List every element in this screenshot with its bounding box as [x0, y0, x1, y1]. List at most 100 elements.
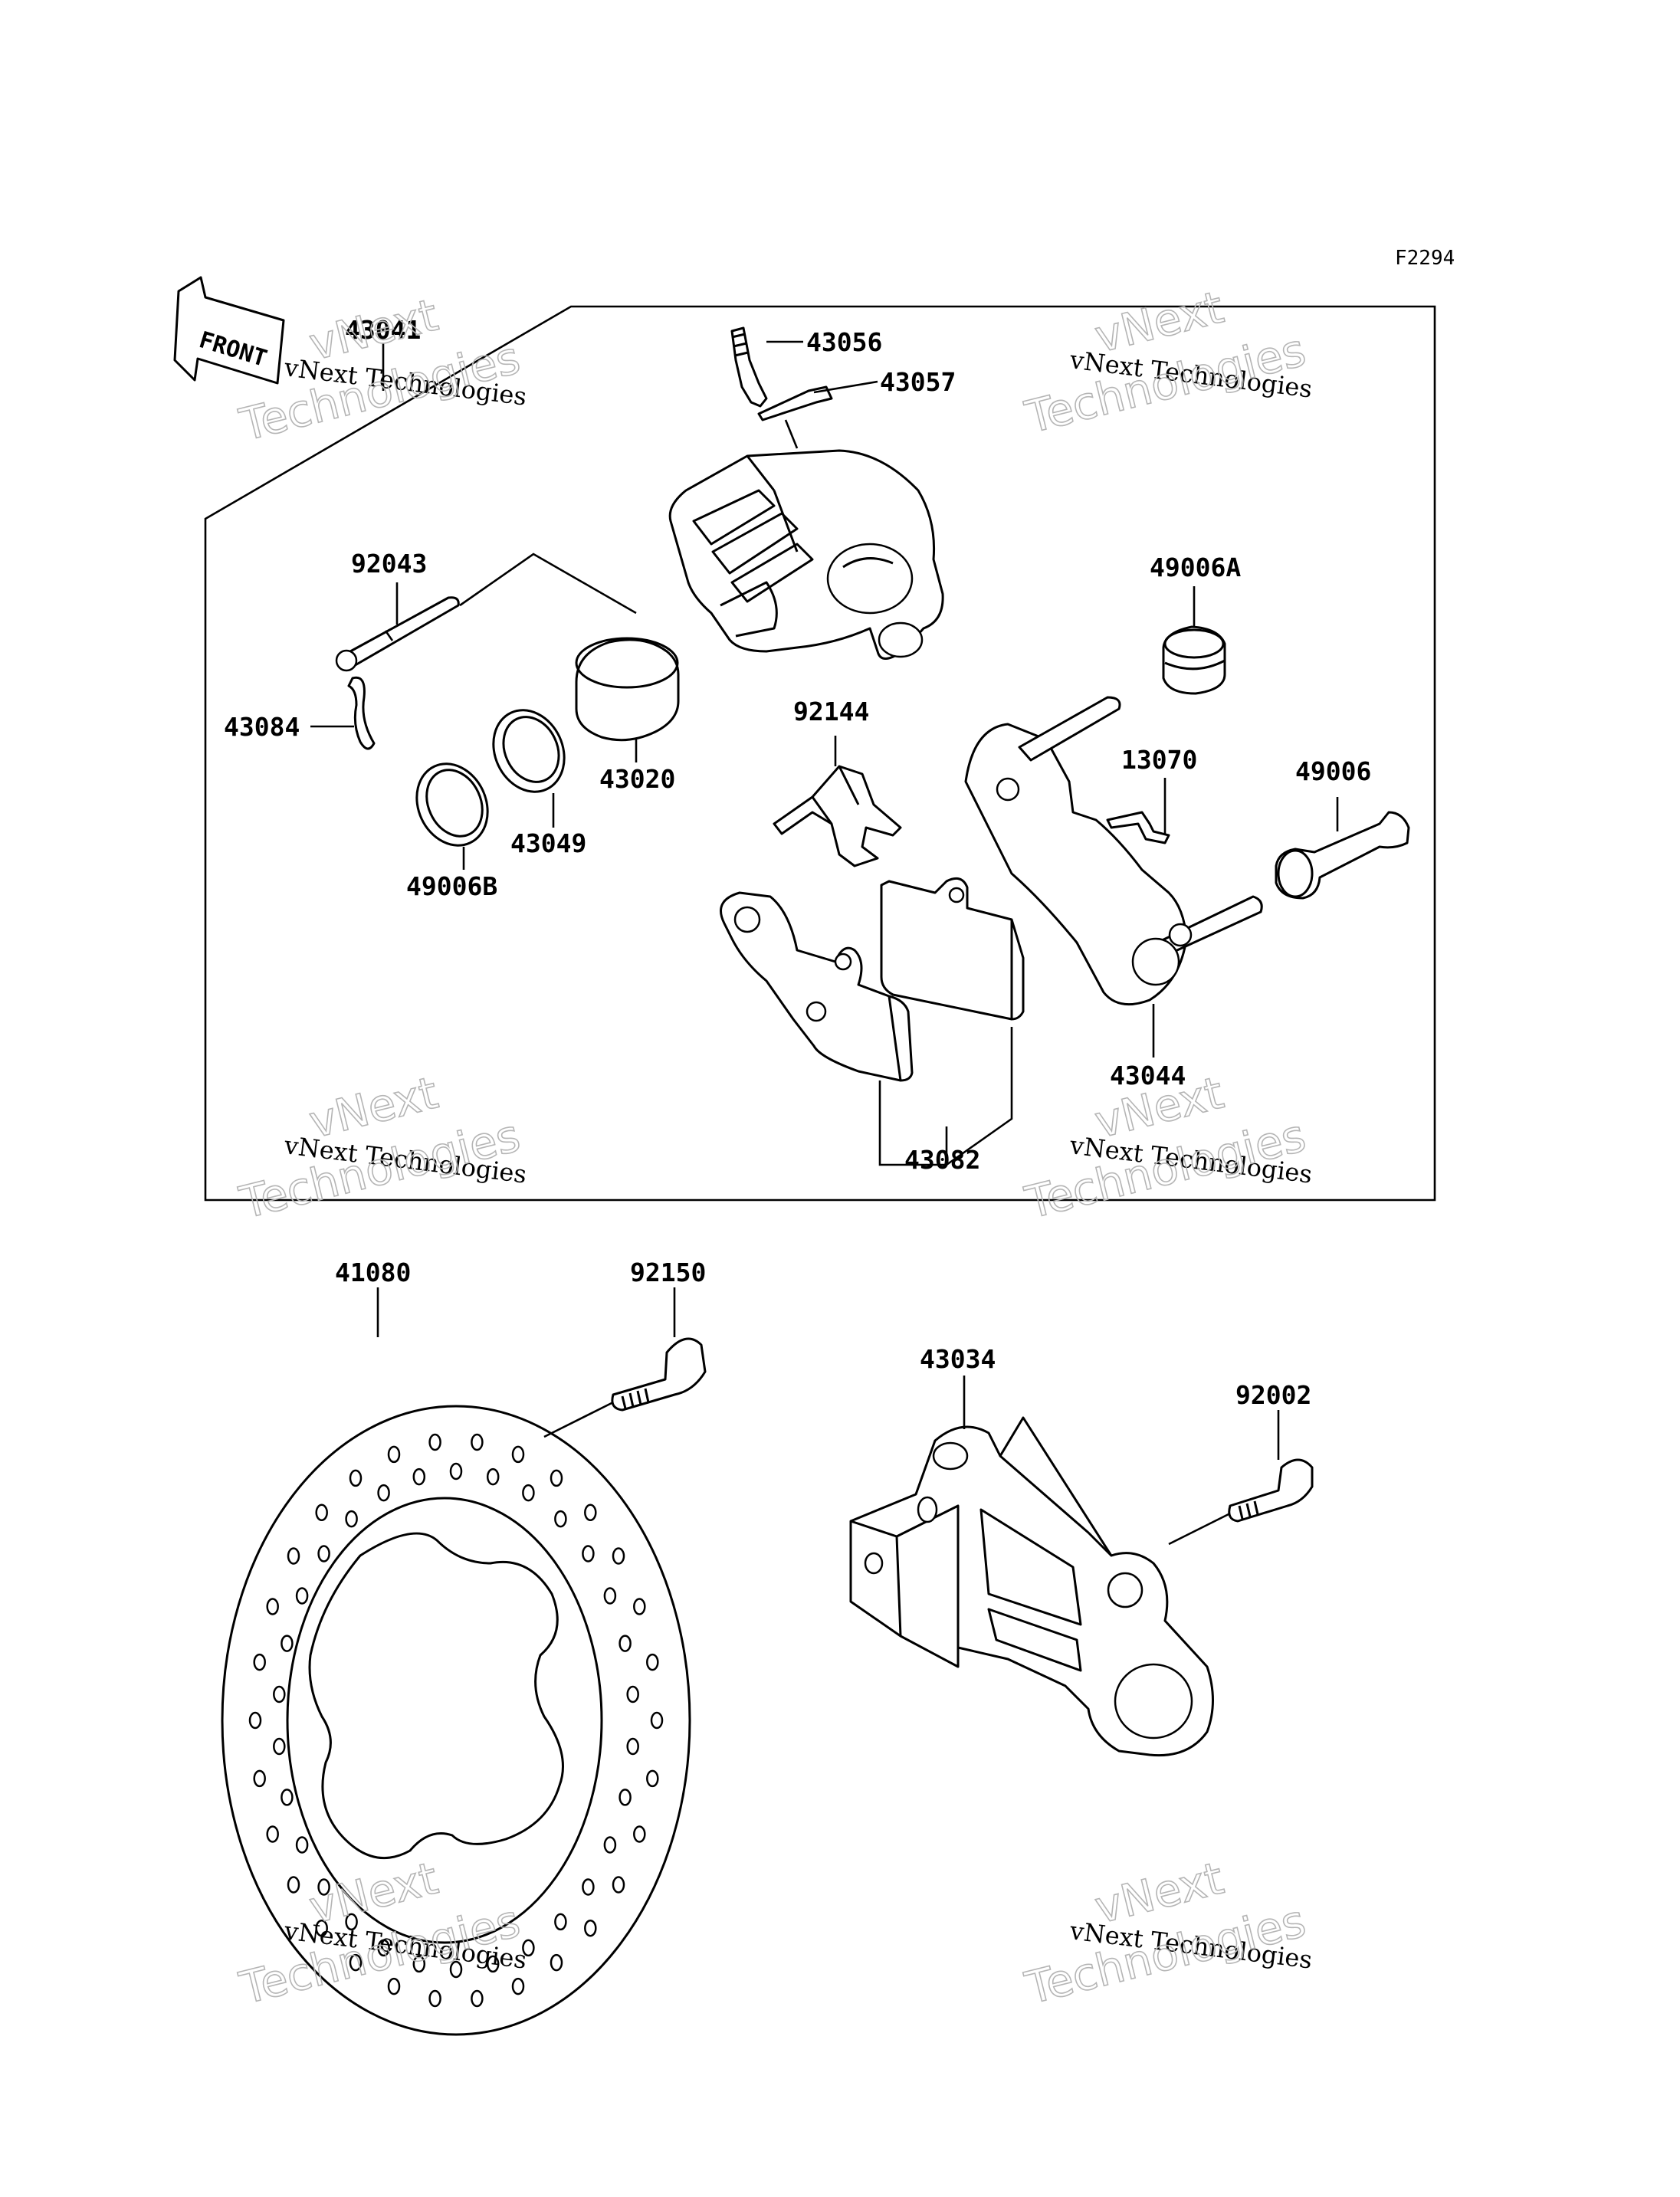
watermark-6: vNext Technologies vNext Technologies — [1019, 1851, 1314, 2015]
disc-hole — [428, 1433, 441, 1451]
front-arrow-icon: FRONT — [173, 276, 285, 385]
disc-hole — [486, 1955, 500, 1973]
label-43041: 43041 — [345, 315, 421, 345]
disc-hole — [295, 1587, 309, 1605]
disc-hole — [471, 1989, 484, 2008]
pad-plate — [1106, 811, 1170, 844]
retaining-clip — [347, 676, 376, 750]
disc-hole — [449, 1960, 463, 1979]
disc-hole — [387, 1445, 401, 1464]
disc-hole — [253, 1653, 266, 1671]
watermark-3: vNext Technologies vNext Technologies — [234, 1066, 528, 1230]
disc-hole — [554, 1510, 567, 1528]
disc-hole — [584, 1919, 597, 1937]
disc-hole — [511, 1445, 525, 1464]
disc-hole — [377, 1484, 390, 1502]
disc-hole — [281, 1635, 294, 1652]
caliper-piston — [575, 637, 680, 742]
disc-hole — [554, 1913, 567, 1931]
disc-hole — [603, 1836, 617, 1854]
disc-hole — [377, 1939, 390, 1957]
disc-hole — [584, 1503, 597, 1522]
diagram-code: F2294 — [1395, 247, 1455, 270]
bracket-bolt — [1228, 1458, 1314, 1523]
disc-hole — [349, 1953, 363, 1972]
label-43034: 43034 — [920, 1344, 996, 1374]
disc-hole — [646, 1769, 659, 1788]
disc-hole — [471, 1433, 484, 1451]
label-43020: 43020 — [599, 764, 675, 794]
brake-disc — [221, 1405, 691, 2036]
disc-hole — [387, 1977, 401, 1995]
label-41080: 41080 — [335, 1258, 411, 1287]
disc-hole — [345, 1913, 358, 1931]
disc-hole — [522, 1484, 535, 1502]
disc-hole — [317, 1878, 330, 1896]
disc-hole — [582, 1545, 595, 1562]
boot-49006 — [1275, 811, 1410, 900]
label-92144: 92144 — [793, 697, 869, 726]
disc-hole — [511, 1977, 525, 1995]
disc-hole — [522, 1939, 535, 1957]
disc-bolt — [611, 1337, 707, 1412]
caliper-body — [668, 449, 944, 660]
label-43057: 43057 — [880, 367, 956, 397]
label-13070: 13070 — [1121, 745, 1197, 775]
boot-49006A — [1162, 625, 1226, 695]
disc-hole — [273, 1737, 286, 1756]
disc-hole — [603, 1587, 617, 1605]
pad-spring — [773, 765, 902, 867]
brake-pad-outer — [880, 877, 1025, 1021]
bleeder-cap — [757, 385, 833, 421]
caliper-bracket — [849, 1416, 1214, 1757]
disc-hole — [287, 1547, 300, 1565]
disc-hole — [317, 1545, 330, 1562]
disc-hole — [287, 1876, 300, 1894]
disc-hole — [619, 1789, 632, 1806]
label-92002: 92002 — [1235, 1380, 1311, 1410]
disc-hole — [412, 1467, 426, 1486]
disc-holes — [248, 1433, 664, 2008]
disc-hole — [449, 1462, 463, 1481]
disc-hole — [612, 1547, 625, 1565]
disc-hole — [345, 1510, 358, 1528]
disc-hole — [646, 1653, 659, 1671]
label-49006B: 49006B — [406, 871, 497, 901]
disc-hole — [266, 1598, 279, 1615]
disc-hole — [626, 1737, 639, 1756]
disc-hole — [550, 1953, 563, 1972]
disc-hole — [428, 1989, 441, 2008]
disc-hole — [253, 1769, 266, 1788]
label-49006: 49006 — [1295, 756, 1371, 786]
label-43056: 43056 — [806, 327, 882, 357]
disc-hole — [582, 1878, 595, 1896]
caliper-pin — [335, 596, 460, 672]
disc-hole — [633, 1825, 646, 1843]
label-49006A: 49006A — [1150, 553, 1241, 582]
disc-hole — [295, 1836, 309, 1854]
disc-hole — [626, 1685, 639, 1703]
watermark-2: vNext Technologies vNext Technologies — [1019, 280, 1314, 444]
disc-hole — [248, 1711, 262, 1730]
disc-hole — [486, 1467, 500, 1486]
bleeder-valve — [730, 326, 768, 408]
label-43084: 43084 — [224, 712, 300, 742]
piston-seal — [492, 709, 566, 793]
disc-hole — [315, 1919, 328, 1937]
watermark-4: vNext Technologies vNext Technologies — [1019, 1066, 1314, 1230]
disc-hole — [281, 1789, 294, 1806]
disc-hole — [412, 1955, 426, 1973]
disc-hole — [266, 1825, 279, 1843]
disc-hole — [633, 1598, 646, 1615]
label-43049: 43049 — [510, 828, 586, 858]
dust-seal — [415, 762, 489, 847]
disc-hole — [349, 1469, 363, 1487]
label-92150: 92150 — [630, 1258, 706, 1287]
label-43044: 43044 — [1110, 1061, 1186, 1090]
caliper-assembly-frame — [204, 305, 1436, 1202]
caliper-holder — [964, 696, 1263, 1006]
brake-pad-inner — [720, 891, 914, 1082]
disc-hole — [650, 1711, 664, 1730]
label-43082: 43082 — [904, 1145, 980, 1175]
